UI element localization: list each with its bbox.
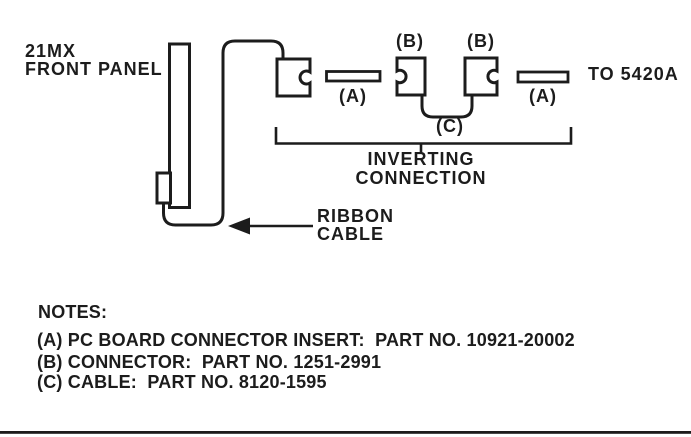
bottom-rule (0, 431, 691, 434)
c-cable-line (420, 94, 474, 119)
inverting-connection-label-line2: CONNECTION (355, 168, 487, 188)
connector-b-right (463, 56, 499, 97)
ribbon-cable-label-line1: RIBBON (317, 206, 394, 226)
to-5420a-label: TO 5420A (588, 64, 679, 84)
panel-connector (275, 57, 312, 98)
front-panel-label-line2: FRONT PANEL (25, 59, 163, 79)
insert-a-left-label: (A) (339, 86, 367, 106)
note-item-c: (C) CABLE: PART NO. 8120-1595 (37, 372, 327, 392)
connector-b-left-label: (B) (396, 31, 424, 51)
ribbon-cable-arrowhead-icon (228, 217, 250, 235)
insert-a-right-label: (A) (529, 86, 557, 106)
notes-heading: NOTES: (38, 302, 108, 322)
note-item-b: (B) CONNECTOR: PART NO. 1251-2991 (37, 352, 382, 372)
front-panel-label-line1: 21MX (25, 41, 77, 61)
connector-b-right-label: (B) (467, 31, 495, 51)
inverting-connection-label-line1: INVERTING (367, 149, 475, 169)
cable-c-label: (C) (436, 116, 464, 136)
ribbon-cable-line (162, 39, 285, 227)
front-panel-board (168, 42, 191, 209)
ribbon-cable-label-line2: CABLE (317, 224, 384, 244)
insert-bar-right (516, 70, 570, 84)
insert-bar-left (325, 70, 382, 83)
connector-b-left (395, 56, 427, 97)
inverting-bracket (274, 127, 573, 145)
front-panel-tab (155, 171, 172, 205)
note-item-a: (A) PC BOARD CONNECTOR INSERT: PART NO. … (37, 330, 575, 350)
